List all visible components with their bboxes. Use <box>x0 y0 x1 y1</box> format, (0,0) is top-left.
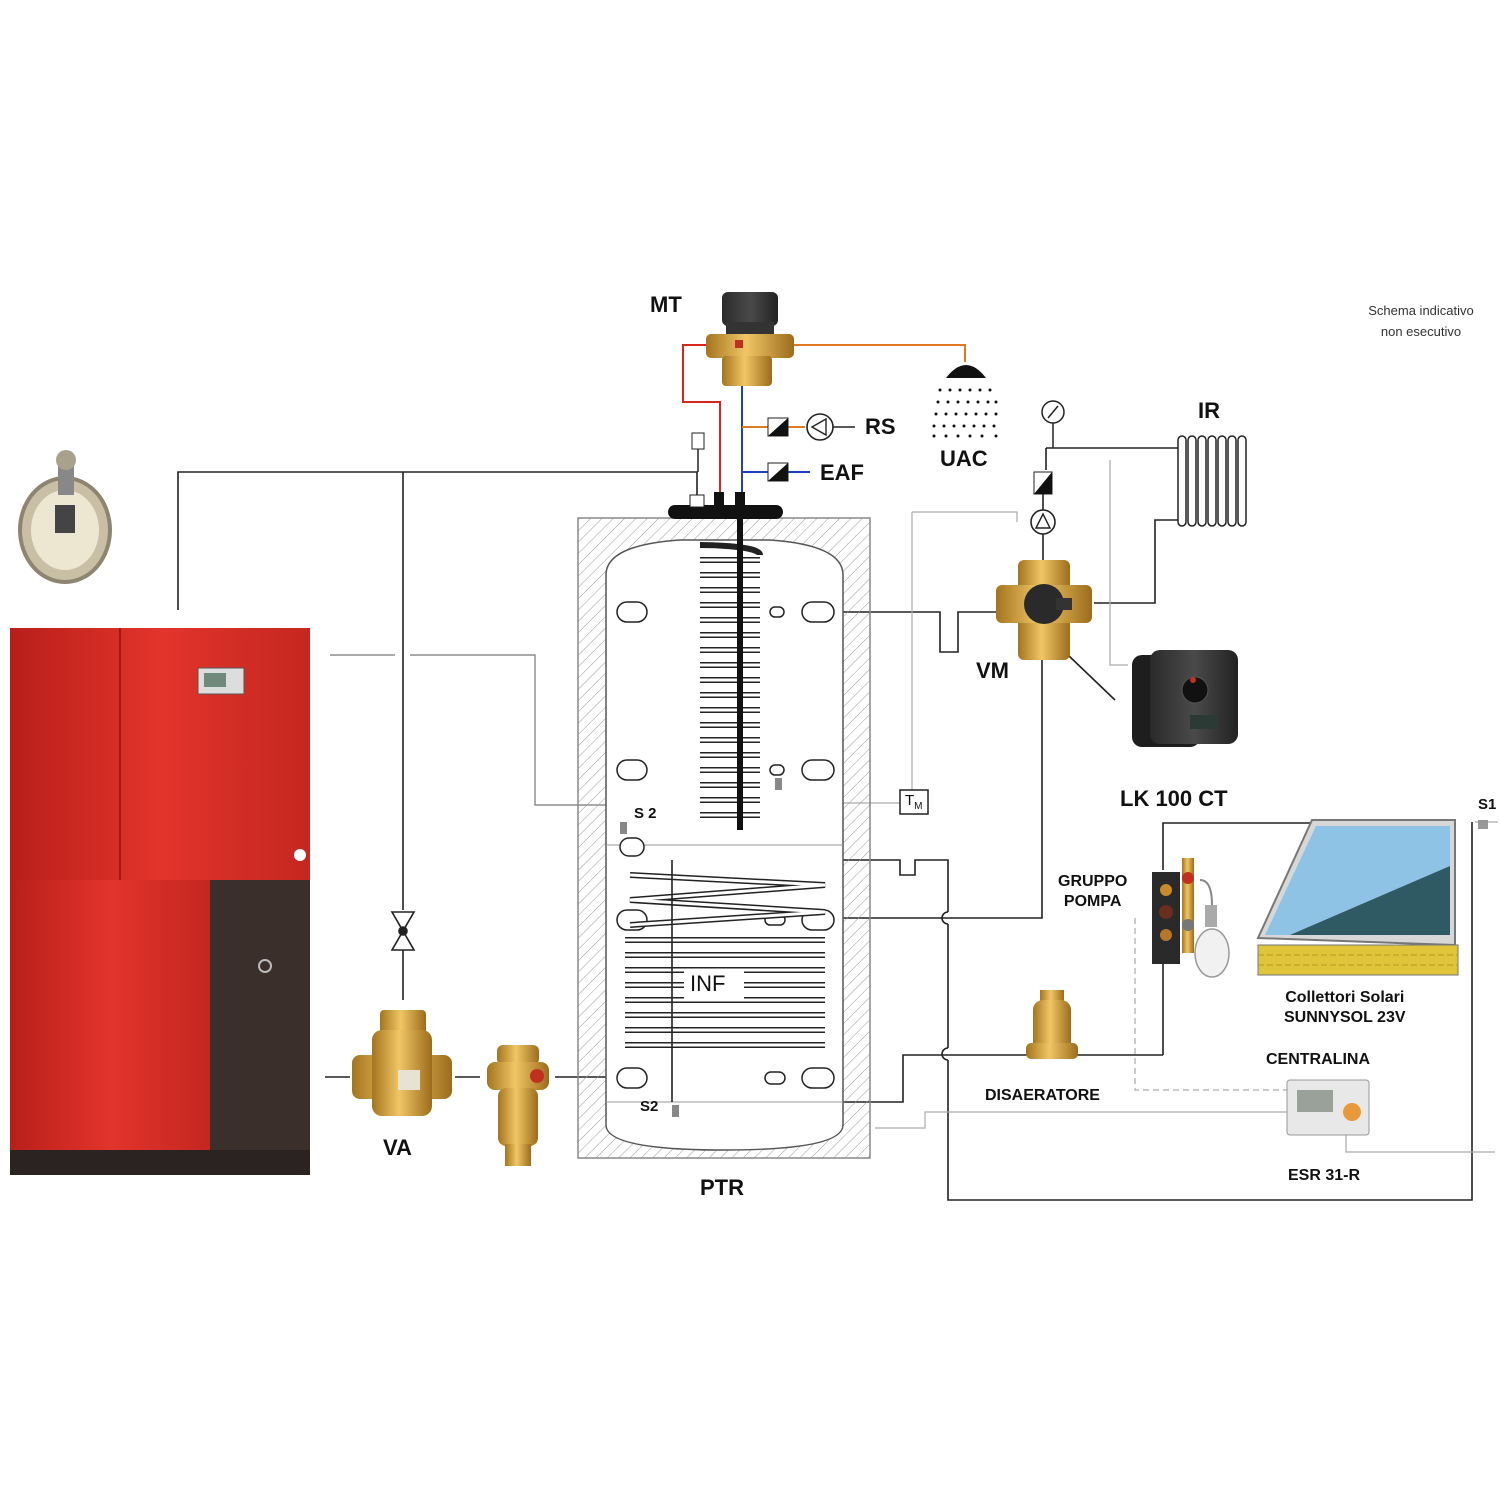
label-disaeratore: DISAERATORE <box>985 1087 1100 1104</box>
label-ir: IR <box>1198 398 1220 423</box>
label-s2-lower: S2 <box>640 1098 659 1115</box>
thermostatic-valve-icon <box>706 292 794 386</box>
tank-nozzles <box>616 601 835 1089</box>
solar-controller-icon <box>1286 1079 1370 1136</box>
label-vm: VM <box>976 658 1009 683</box>
label-tm: TM <box>905 792 923 812</box>
note-line-2: non esecutivo <box>1380 324 1462 339</box>
label-rs: RS <box>865 414 896 439</box>
sensor-s2-lower-mark <box>672 1105 679 1117</box>
label-collettori-line1: Collettori Solari <box>1285 989 1405 1006</box>
storage-tank-ptr <box>577 492 871 1159</box>
controller-icon <box>1132 650 1238 747</box>
vm-pump-icon <box>1030 494 1056 560</box>
expansion-vessel-icon <box>1194 879 1230 978</box>
note-line-1: Schema indicativo <box>1368 303 1474 318</box>
dirt-separator-icon <box>487 1045 549 1166</box>
label-s2-upper: S 2 <box>634 805 657 822</box>
disclaimer-note: Schema indicativo non esecutivo <box>1346 300 1496 342</box>
sensor-s2-upper-mark <box>620 822 627 834</box>
pump-icon <box>767 413 855 441</box>
sensor-tm-mark <box>775 778 782 790</box>
shower-icon <box>932 365 998 438</box>
vm-check-valve-icon <box>1033 471 1053 495</box>
label-tm-sub: M <box>914 801 923 812</box>
label-ptr: PTR <box>700 1175 744 1200</box>
label-collettori: Collettori Solari SUNNYSOL 23V <box>1284 988 1406 1028</box>
label-collettori-line2: SUNNYSOL 23V <box>1284 1009 1406 1026</box>
air-separator-icon <box>1026 990 1078 1059</box>
label-gruppo-line1: GRUPPO <box>1058 873 1128 890</box>
hopper-icon <box>18 450 112 584</box>
radiator-icon <box>1177 435 1247 527</box>
pressure-gauge-icon <box>1041 400 1065 448</box>
pump-group-icon <box>1152 858 1194 964</box>
sensor-s1-mark <box>1478 820 1488 829</box>
label-centralina: CENTRALINA <box>1266 1051 1370 1068</box>
label-tm-main: T <box>905 792 915 809</box>
label-va: VA <box>383 1135 412 1160</box>
boiler-display <box>197 667 245 695</box>
anticondensation-valve-icon <box>352 1010 452 1116</box>
pellet-boiler <box>10 628 310 1175</box>
label-s1: S1 <box>1478 796 1497 813</box>
check-valve-icon <box>767 462 789 482</box>
label-mt: MT <box>650 292 682 317</box>
label-inf: INF <box>690 971 726 996</box>
label-lk: LK 100 CT <box>1120 786 1228 811</box>
thermometer-icon <box>691 432 705 472</box>
gate-valve-icon <box>390 911 416 951</box>
label-eaf: EAF <box>820 460 864 485</box>
solar-collector-icon <box>1256 819 1488 976</box>
label-esr: ESR 31-R <box>1288 1167 1361 1184</box>
tm-sensor-box <box>899 789 929 815</box>
label-uac: UAC <box>940 446 988 471</box>
label-gruppo-line2: POMPA <box>1063 893 1122 910</box>
brand-logo-icon <box>294 849 306 861</box>
door-knob-icon <box>258 959 272 973</box>
label-gruppo-pompa: GRUPPO POMPA <box>1058 872 1127 912</box>
mixing-valve-icon <box>996 560 1092 660</box>
piping <box>177 447 1498 1201</box>
